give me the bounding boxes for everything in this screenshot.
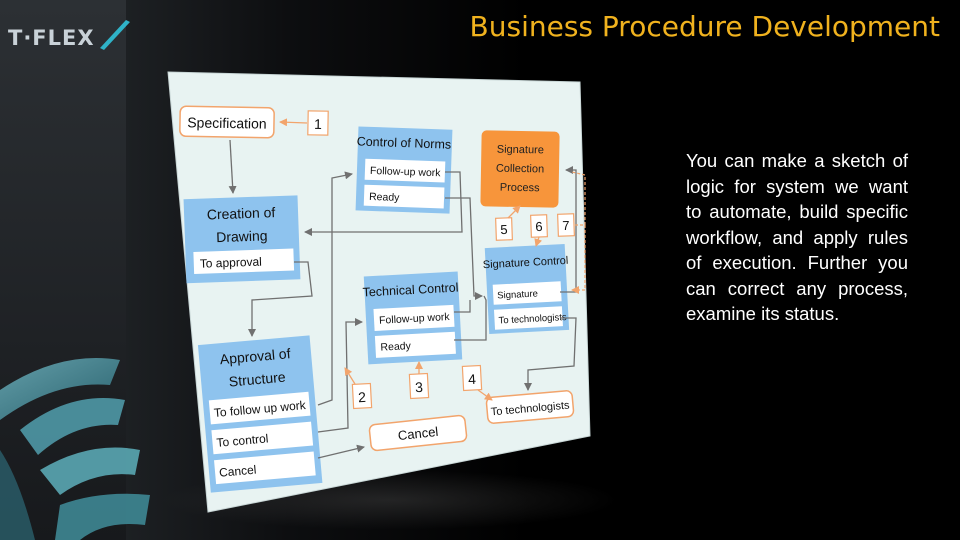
- marker-4-arrow: [477, 389, 493, 401]
- page-title: Business Procedure Development: [469, 10, 940, 43]
- svg-text:3: 3: [415, 379, 424, 395]
- decorative-swirl: [0, 358, 150, 540]
- technical-control-node: Technical Control Follow-up work Ready: [362, 271, 463, 365]
- marker-7-arrow: [571, 224, 586, 294]
- cancel-label: Cancel: [397, 424, 439, 443]
- signature-collection-line1: Signature: [497, 144, 544, 157]
- approval-of-structure-title-1: Approval of: [219, 345, 291, 367]
- technical-control-item-followup: Follow-up work: [379, 311, 451, 327]
- technical-control-item-ready: Ready: [380, 340, 412, 354]
- cancel-node: Cancel: [368, 414, 468, 452]
- approval-of-structure-item-cancel: Cancel: [219, 463, 257, 480]
- brand-logo: T·FLEX: [8, 20, 138, 60]
- logo-text: T·FLEX: [8, 26, 95, 50]
- signature-collection-line2: Collection: [496, 163, 545, 176]
- marker-7-arrow-top: [571, 171, 586, 225]
- svg-text:1: 1: [314, 116, 322, 132]
- logo-slash-icon: [100, 20, 130, 50]
- control-of-norms-node: Control of Norms Follow-up work Ready: [355, 126, 453, 214]
- svg-text:6: 6: [535, 219, 543, 234]
- marker-5-arrow: [507, 205, 521, 219]
- svg-text:2: 2: [358, 389, 367, 405]
- svg-text:5: 5: [500, 222, 508, 237]
- signature-collection-line3: Process: [500, 182, 540, 195]
- connectors: [228, 139, 577, 459]
- creation-of-drawing-title-2: Drawing: [216, 227, 268, 245]
- marker-1: 1: [307, 110, 329, 136]
- signature-control-item-signature: Signature: [497, 288, 538, 301]
- approval-of-structure-item-to-control: To control: [216, 431, 269, 449]
- svg-text:7: 7: [562, 218, 570, 233]
- marker-1-arrow: [279, 118, 308, 127]
- marker-3: 3: [408, 372, 430, 400]
- technical-control-title: Technical Control: [362, 281, 458, 300]
- specification-node: Specification: [179, 105, 275, 139]
- marker-2: 2: [351, 382, 373, 410]
- control-of-norms-item-ready: Ready: [369, 191, 401, 204]
- specification-label: Specification: [187, 114, 267, 131]
- to-technologists-node: To technologists: [485, 390, 575, 424]
- svg-text:4: 4: [468, 371, 477, 387]
- marker-5: 5: [495, 217, 513, 241]
- creation-of-drawing-title-1: Creation of: [207, 204, 276, 222]
- creation-of-drawing-item-to-approval: To approval: [200, 255, 262, 271]
- marker-7: 7: [557, 213, 575, 237]
- control-of-norms-item-followup: Follow-up work: [370, 165, 442, 179]
- approval-of-structure-title-2: Structure: [228, 369, 286, 390]
- creation-of-drawing-node: Creation of Drawing To approval: [183, 195, 301, 284]
- description-text: You can make a sketch of logic for syste…: [686, 150, 908, 324]
- signature-control-node: Signature Control Signature To technolog…: [483, 243, 570, 335]
- signature-control-title: Signature Control: [483, 255, 569, 271]
- marker-6-arrow: [534, 236, 543, 247]
- control-of-norms-title: Control of Norms: [356, 134, 451, 151]
- signature-control-item-to-technologists: To technologists: [498, 312, 567, 327]
- marker-6: 6: [530, 214, 548, 238]
- approval-of-structure-node: Approval of Structure To follow up work …: [197, 335, 323, 493]
- signature-collection-node: Signature Collection Process: [480, 130, 560, 208]
- marker-2-arrow: [344, 367, 356, 385]
- marker-4: 4: [461, 364, 483, 392]
